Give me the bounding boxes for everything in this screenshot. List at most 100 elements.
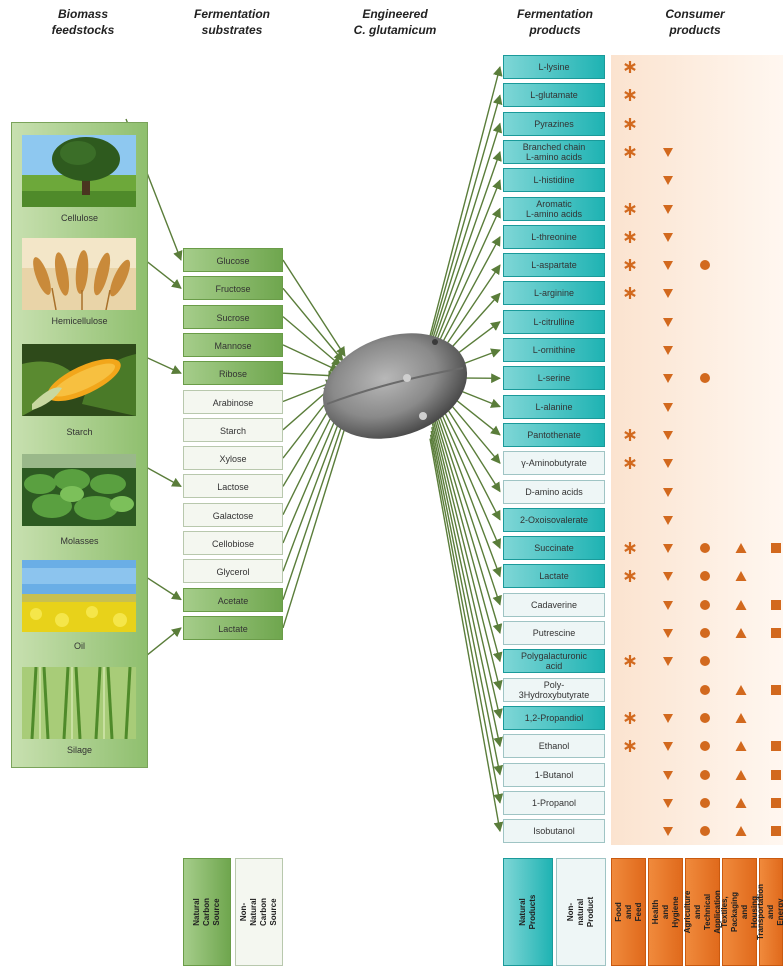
legend-category-health: Health and Hygiene (648, 858, 683, 966)
substrate-box: Mannose (183, 332, 283, 357)
substrate-box: Glycerol (183, 559, 283, 584)
product-arrow (429, 434, 504, 804)
agriculture-marker (698, 569, 712, 583)
agriculture-marker (698, 258, 712, 272)
product-box: γ-Aminobutyrate (503, 451, 605, 476)
product-arrow (429, 94, 503, 340)
product-arrow (430, 122, 503, 344)
oil-rapeseed-image (22, 560, 136, 632)
food-marker (623, 258, 637, 272)
substrate-arrow (282, 400, 340, 516)
food-marker (623, 541, 637, 555)
product-box: 1-Butanol (503, 762, 605, 787)
product-box: Branched chain L-amino acids (503, 139, 605, 164)
agriculture-marker (698, 654, 712, 668)
biomass-feedstocks-panel: Cellulose Hemicellulose Starch (11, 122, 148, 768)
legend-non-natural-product: Non-natural Product (556, 858, 606, 966)
product-box: L-serine (503, 366, 605, 391)
legend-category-label: Food and Feed (613, 902, 643, 922)
substrate-box: Starch (183, 417, 283, 442)
textiles-marker (734, 626, 748, 640)
textiles-marker (734, 683, 748, 697)
silage-grass-image (22, 667, 136, 739)
health-marker (661, 711, 675, 725)
product-arrow (429, 66, 503, 337)
product-box: L-histidine (503, 168, 605, 193)
agriculture-marker (698, 739, 712, 753)
product-box: Putrescine (503, 621, 605, 645)
textiles-marker (734, 598, 748, 612)
product-arrow (431, 179, 502, 352)
feedstock-label: Hemicellulose (51, 316, 108, 326)
health-marker (661, 456, 675, 470)
product-box: Ethanol (503, 734, 605, 759)
health-marker (661, 485, 675, 499)
feedstock-label: Molasses (60, 536, 99, 546)
product-box: Polygalacturonic acid (503, 649, 605, 674)
legend-natural-carbon-source: Natural Carbon Source (183, 858, 231, 966)
textiles-marker (734, 768, 748, 782)
food-marker (623, 739, 637, 753)
health-marker (661, 145, 675, 159)
transport-marker (769, 683, 783, 697)
legend-label: Natural Products (518, 894, 537, 930)
food-marker (623, 286, 637, 300)
product-box: L-arginine (503, 281, 605, 306)
substrate-arrow (282, 370, 338, 381)
hemicellulose-wheat-image (22, 238, 136, 310)
agriculture-marker (698, 371, 712, 385)
feedstock-label: Oil (74, 641, 85, 651)
health-marker (661, 824, 675, 838)
substrate-arrow (282, 259, 346, 357)
product-box: Pyrazines (503, 111, 605, 136)
product-arrow (434, 404, 502, 578)
product-arrow (435, 396, 501, 521)
legend-label: Non-natural Product (566, 896, 595, 928)
header-fermentation-products: Fermentation products (516, 7, 593, 37)
food-marker (623, 88, 637, 102)
transport-marker (769, 824, 783, 838)
agriculture-marker (698, 541, 712, 555)
food-marker (623, 145, 637, 159)
product-box: Isobutanol (503, 819, 605, 844)
feedstock-label: Starch (66, 427, 93, 437)
health-marker (661, 400, 675, 414)
legend-natural-products: Natural Products (503, 858, 553, 966)
product-arrow (432, 419, 503, 691)
transport-marker (769, 598, 783, 612)
agriculture-marker (698, 711, 712, 725)
feedstock-label: Cellulose (60, 213, 99, 223)
substrate-box: Lactose (183, 474, 283, 499)
product-box: Cadaverine (503, 592, 605, 617)
health-marker (661, 569, 675, 583)
product-box: 1-Propanol (503, 790, 605, 815)
product-arrow (431, 150, 502, 348)
health-marker (661, 626, 675, 640)
product-arrow (432, 415, 503, 663)
health-marker (661, 202, 675, 216)
header-fermentation-substrates: Fermentation substrates (193, 7, 270, 37)
health-marker (661, 230, 675, 244)
substrate-arrow (282, 316, 342, 367)
substrate-arrow (282, 344, 340, 372)
substrate-arrow (282, 405, 343, 544)
product-box: Succinate (503, 536, 605, 561)
product-box: Lactate (503, 564, 605, 589)
product-box: Pantothenate (503, 422, 605, 447)
product-arrow (430, 430, 504, 776)
food-marker (623, 428, 637, 442)
legend-label: Non-Natural Carbon Source (239, 898, 278, 926)
legend-category-label: Agriculture and Technical Application (682, 890, 722, 934)
agriculture-marker (698, 683, 712, 697)
agriculture-marker (698, 626, 712, 640)
health-marker (661, 371, 675, 385)
health-marker (661, 286, 675, 300)
product-box: 2-Oxoisovalerate (503, 507, 605, 532)
food-marker (623, 60, 637, 74)
legend-category-food: Food and Feed (611, 858, 646, 966)
textiles-marker (734, 824, 748, 838)
legend-category-label: Textiles, Packaging and Housing (719, 891, 759, 933)
agriculture-marker (698, 796, 712, 810)
health-marker (661, 258, 675, 272)
